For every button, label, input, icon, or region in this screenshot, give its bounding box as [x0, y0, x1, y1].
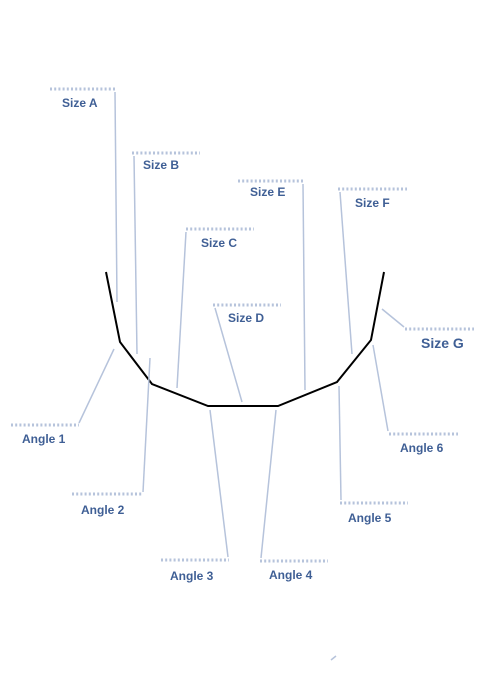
size-b-leader — [133, 155, 138, 355]
size-f-callout: Size F — [338, 187, 407, 355]
stray-mark — [330, 655, 337, 661]
size-a-callout: Size A — [50, 87, 118, 303]
angle-1-label: Angle 1 — [22, 432, 66, 446]
size-d-leader — [214, 307, 243, 403]
size-a-label: Size A — [62, 96, 98, 110]
size-e-label: Size E — [250, 185, 285, 199]
angle-6-label: Angle 6 — [400, 441, 444, 455]
size-b-callout: Size B — [132, 151, 200, 355]
size-g-leader — [381, 308, 405, 328]
size-b-label: Size B — [143, 158, 179, 172]
size-g-label: Size G — [421, 335, 464, 351]
size-d-callout: Size D — [213, 303, 281, 403]
angle-6-leader — [372, 344, 389, 432]
size-f-label: Size F — [355, 196, 390, 210]
size-d-label: Size D — [228, 311, 264, 325]
size-e-callout: Size E — [238, 179, 306, 391]
angle-1-leader — [78, 348, 115, 424]
angle-2-callout: Angle 2 — [72, 357, 151, 517]
angle-5-leader — [338, 385, 342, 501]
angle-4-label: Angle 4 — [269, 568, 313, 582]
size-c-callout: Size C — [176, 227, 254, 389]
angle-4-callout: Angle 4 — [260, 409, 328, 582]
size-f-leader — [339, 191, 353, 355]
angle-3-label: Angle 3 — [170, 569, 214, 583]
angle-4-leader — [260, 409, 277, 559]
bent-profile — [105, 271, 385, 407]
size-c-label: Size C — [201, 236, 237, 250]
angle-6-callout: Angle 6 — [372, 344, 458, 455]
angle-3-leader — [209, 409, 229, 558]
angle-5-callout: Angle 5 — [338, 385, 408, 525]
size-a-leader — [114, 91, 118, 303]
angle-1-callout: Angle 1 — [11, 348, 115, 446]
angle-2-leader — [142, 357, 151, 493]
angle-2-label: Angle 2 — [81, 503, 125, 517]
size-e-leader — [302, 183, 306, 391]
angle-3-callout: Angle 3 — [161, 409, 229, 583]
angle-5-label: Angle 5 — [348, 511, 392, 525]
size-g-callout: Size G — [381, 308, 474, 351]
size-c-leader — [176, 231, 187, 389]
